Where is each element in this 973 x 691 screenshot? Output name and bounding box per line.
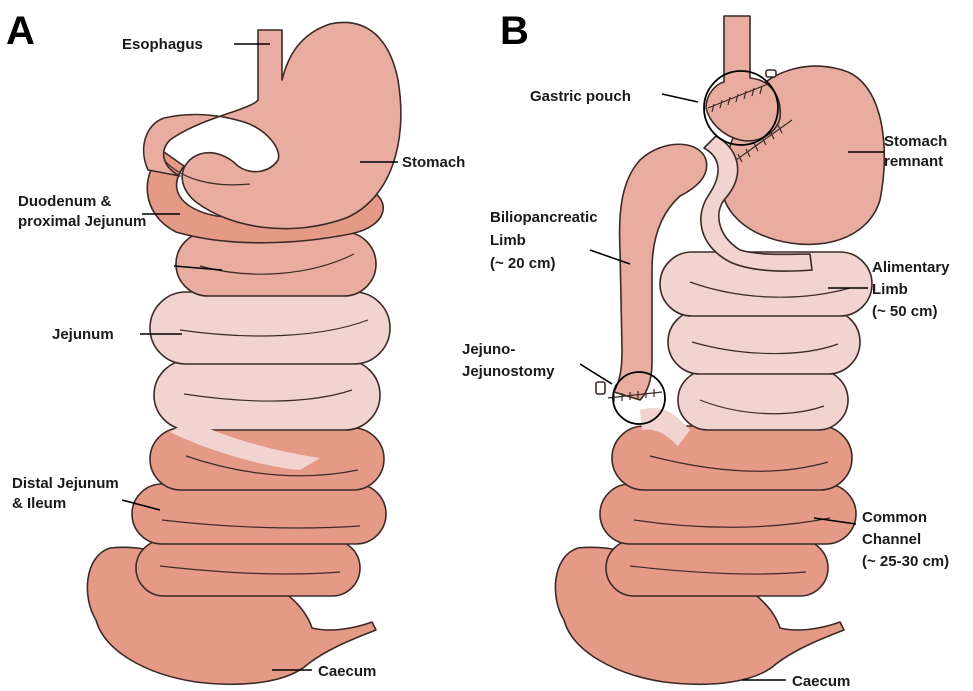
label-bp-2: Limb — [490, 232, 526, 249]
label-duodenum-1: Duodenum & — [18, 193, 111, 210]
label-gastric-pouch: Gastric pouch — [530, 88, 631, 105]
label-esophagus: Esophagus — [122, 36, 203, 53]
staple-clip-top — [766, 70, 776, 77]
label-distal-1: Distal Jejunum — [12, 475, 119, 492]
label-jj-1: Jejuno- — [462, 341, 515, 358]
label-alimentary-2: Limb — [872, 281, 908, 298]
label-stomach: Stomach — [402, 154, 465, 171]
ileum-loop-a-3 — [132, 484, 386, 544]
label-alimentary-1: Alimentary — [872, 259, 950, 276]
label-common-1: Common — [862, 509, 927, 526]
panel-a: A Esophagus Stomach Duodenum & prox — [6, 9, 465, 684]
label-common-3: (~ 25-30 cm) — [862, 553, 949, 570]
label-bp-3: (~ 20 cm) — [490, 255, 555, 272]
label-alimentary-3: (~ 50 cm) — [872, 303, 937, 320]
common-loop-2 — [600, 484, 856, 544]
label-duodenum-2: proximal Jejunum — [18, 213, 146, 230]
label-remnant-2: remnant — [884, 153, 943, 170]
label-distal-2: & Ileum — [12, 495, 66, 512]
ileum-loop-a-4 — [136, 540, 360, 596]
common-loop-3 — [606, 540, 828, 596]
alimentary-loop-2 — [668, 310, 860, 374]
label-caecum-b: Caecum — [792, 673, 850, 690]
panel-a-letter: A — [6, 9, 35, 53]
label-remnant-1: Stomach — [884, 133, 947, 150]
label-common-2: Channel — [862, 531, 921, 548]
staple-clip-jj — [596, 382, 605, 394]
label-jejunum: Jejunum — [52, 326, 114, 343]
label-caecum-a: Caecum — [318, 663, 376, 680]
panel-b-letter: B — [500, 9, 529, 53]
alimentary-loop-3 — [678, 370, 848, 430]
label-jj-2: Jejunostomy — [462, 363, 555, 380]
stomach-a — [144, 22, 401, 228]
label-bp-1: Biliopancreatic — [490, 209, 598, 226]
common-loop-1 — [612, 426, 852, 490]
panel-b: B — [462, 9, 950, 690]
jejunum-loop-a-2 — [150, 292, 390, 364]
